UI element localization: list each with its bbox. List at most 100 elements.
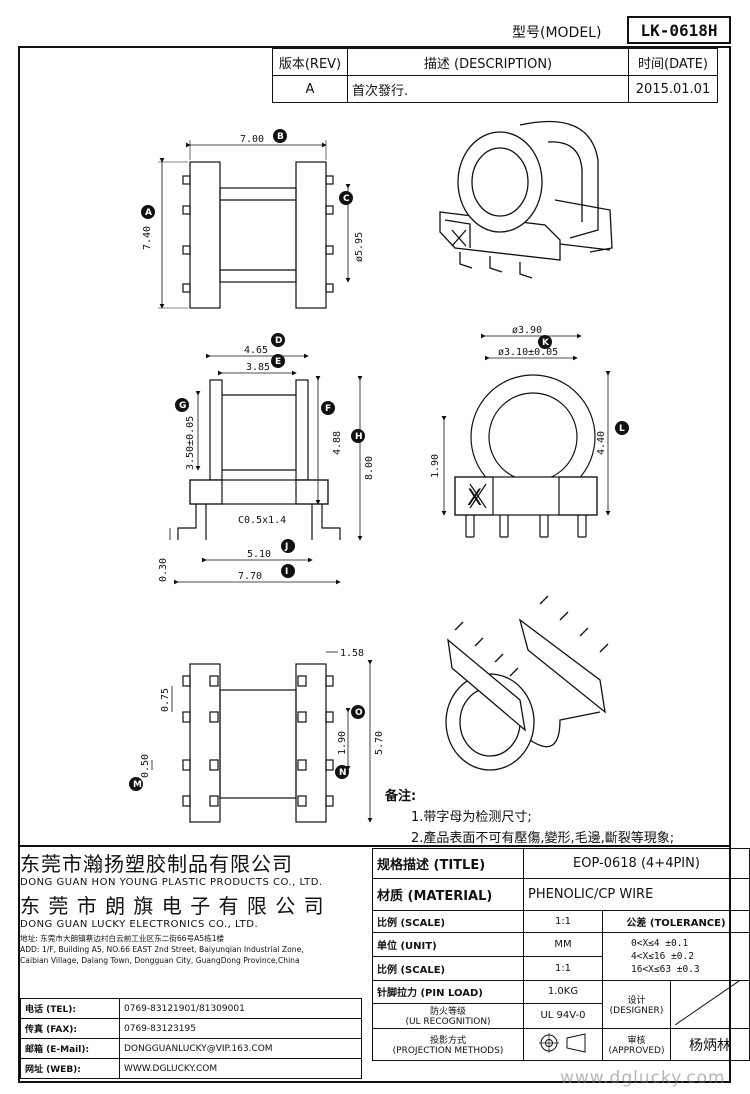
dim-j: 5.10 [247,549,271,560]
projection-label-en: (PROJECTION METHODS) [392,1046,504,1056]
address-en-1: ADD: 1/F, Building A5, NO.66 EAST 2nd St… [20,945,304,954]
bubble-c [339,191,353,205]
dim-top-height: 7.40 [142,226,153,250]
isometric-view-top [439,121,613,279]
model-label: 型号(MODEL) [512,25,602,41]
bubble-n [335,765,349,779]
dim-chamfer: C0.5x1.4 [238,515,286,526]
svg-text:J: J [284,542,288,552]
dim-d: 4.65 [244,345,268,356]
svg-text:E: E [275,357,281,367]
dim-f: 4.88 [332,431,343,455]
dim-190: 1.90 [337,731,348,755]
dim-h: 8.00 [364,456,375,480]
x-mark: X [467,486,482,511]
material-value: PHENOLIC/CP WIRE [523,878,750,911]
company-en-1: DONG GUAN HON YOUNG PLASTIC PRODUCTS CO.… [20,877,323,888]
svg-text:H: H [355,432,363,442]
dim-e: 3.85 [246,362,270,373]
desc-value: 首次發行. [347,75,629,103]
tolerance-1: 0<X≤4 ±0.1 [631,938,689,949]
bubble-m [129,777,143,791]
model-number: LK-0618H [627,16,731,44]
bottom-view [151,651,373,823]
company-en-2: DONG GUAN LUCKY ELECTRONICS CO., LTD. [20,919,259,930]
notes-line-2: 2.產品表面不可有壓傷,變形,毛邊,斷裂等現象; [411,831,675,846]
bubble-h [351,429,365,443]
bubble-a [141,205,155,219]
scale-label: 比例 (SCALE) [372,910,524,933]
dim-side-h: 4.40 [596,431,607,455]
tolerance-label: 公差 (TOLERANCE) [602,910,750,933]
dim-k: ø3.90 [512,325,542,336]
dim-570: 5.70 [374,731,385,755]
notes: 备注: 1.带字母为检测尺寸; 2.產品表面不可有壓傷,變形,毛邊,斷裂等現象; [385,786,674,849]
revision-table: 版本(REV) 描述 (DESCRIPTION) 时间(DATE) A 首次發行… [272,48,718,103]
tolerance-2: 4<X≤16 ±0.2 [631,951,694,962]
svg-text:M: M [133,780,142,790]
rev-header: 版本(REV) [272,48,348,76]
date-header: 时间(DATE) [628,48,718,76]
fire-value: UL 94V-0 [523,1002,603,1030]
fire-label-cn: 防火等级 [429,1007,466,1018]
projection-label-cn: 投影方式 [429,1036,466,1046]
date-value: 2015.01.01 [628,75,718,103]
tel-label: 电话 (TEL): [20,998,120,1019]
address-cn: 地址: 东莞市大朗镇蔡边村白云前工业区东二街66号A5栋1楼 [20,934,225,943]
fax-label: 传真 (FAX): [20,1018,120,1039]
fire-label-en: (UL RECOGNITION) [405,1017,491,1028]
address-en-2: Caibian Village, Dalang Town, Dongguan C… [20,956,300,965]
bubble-f [321,401,335,415]
dim-030: 0.30 [158,558,169,582]
bubble-g [175,398,189,412]
pinload-label: 针脚拉力 (PIN LOAD) [372,980,524,1004]
svg-text:C: C [343,194,350,204]
dim-top-dia: ø5.95 [354,232,365,262]
title-value: EOP-0618 (4+4PIN) [523,848,750,879]
svg-text:F: F [325,404,331,414]
tolerance-3: 16<X≤63 ±0.3 [631,964,700,975]
drawing-frame [18,46,731,1083]
svg-text:G: G [179,401,186,411]
designer-label-cn: 设计 [627,996,646,1006]
svg-text:I: I [285,567,288,577]
dim-top-width: 7.00 [240,134,264,145]
company-block: 东莞市瀚扬塑胶制品有限公司 DONG GUAN HON YOUNG PLASTI… [20,848,362,966]
technical-drawing: 7.00 7.40 ø5.95 4.65 3.85 3.50±0.05 4.88… [129,121,629,823]
bubble-o [351,705,365,719]
material-label: 材质 (MATERIAL) [372,878,524,911]
title-block [18,845,731,1085]
web-label: 网址 (WEB): [20,1058,120,1079]
svg-text:B: B [277,132,284,142]
scale-value: 1:1 [523,910,603,933]
top-view [158,140,351,309]
spec-table: 规格描述 (TITLE) EOP-0618 (4+4PIN) 材质 (MATER… [372,848,750,1061]
projection-symbol-icon [523,1028,603,1061]
bubble-b [273,129,287,143]
web-value: WWW.DGLUCKY.COM [119,1058,362,1079]
pinload-value: 1.0KG [523,980,603,1004]
company-cn-1: 东莞市瀚扬塑胶制品有限公司 [20,852,293,876]
unit-label: 单位 (UNIT) [372,932,524,957]
side-view [441,333,611,538]
notes-line-1: 1.带字母为检测尺寸; [411,810,532,825]
contact-table: 电话 (TEL):0769-83121901/81309001 传真 (FAX)… [20,998,362,1079]
bubble-d [271,333,285,347]
notes-title: 备注: [385,789,417,804]
svg-text:O: O [355,708,363,718]
bubble-k [538,335,552,349]
scale2-value: 1:1 [523,956,603,981]
dim-g: 3.50±0.05 [185,416,196,470]
mail-value: DONGGUANLUCKY@VIP.163.COM [119,1038,362,1059]
svg-text:K: K [542,338,550,348]
watermark: www.dglucky.com [560,1068,726,1088]
dim-158: 1.58 [340,648,364,659]
svg-text:L: L [619,424,625,434]
dim-i: 7.70 [238,571,262,582]
fax-value: 0769-83123195 [119,1018,362,1039]
approved-label-cn: 审核 [627,1036,646,1046]
dim-l: ø3.10±0.05 [498,347,558,358]
dim-050: 0.50 [140,754,151,778]
company-cn-2: 东 莞 市 朗 旗 电 子 有 限 公 司 [20,894,325,918]
designer-label-en: (DESIGNER) [609,1006,664,1016]
